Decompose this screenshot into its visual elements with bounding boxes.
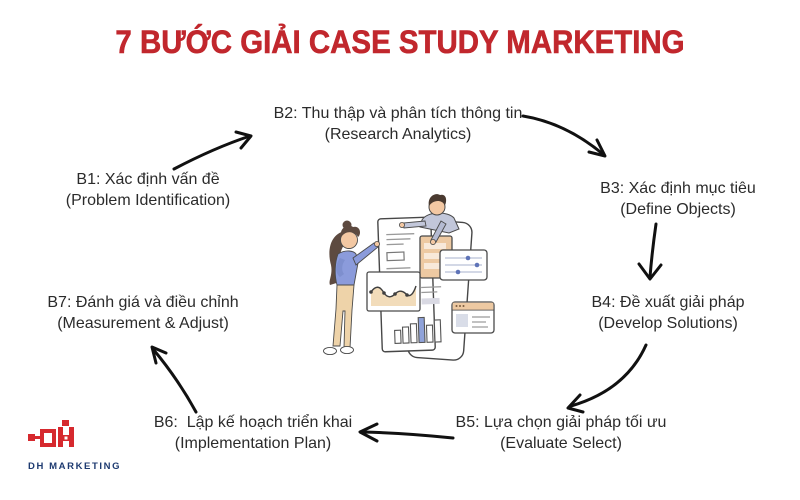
step-b2-vietnamese: B2: Thu thập và phân tích thông tin	[273, 105, 523, 122]
arrow-b6-to-b7-icon	[150, 345, 198, 414]
step-b7-english: (Measurement & Adjust)	[57, 315, 229, 332]
analytics-illustration	[323, 194, 495, 361]
dh-logo-icon	[28, 420, 74, 447]
step-b1: B1: Xác định vấn đề (Problem Identificat…	[28, 169, 268, 211]
step-b6: B6: Lập kế hoạch triển khai (Implementat…	[133, 412, 373, 454]
step-b5: B5: Lựa chọn giải pháp tối ưu (Evaluate …	[441, 412, 681, 454]
step-b2: B2: Thu thập và phân tích thông tin (Res…	[253, 103, 543, 145]
step-b5-vietnamese: B5: Lựa chọn giải pháp tối ưu	[455, 414, 667, 431]
step-b7: B7: Đánh giá và điều chỉnh (Measurement …	[23, 292, 263, 334]
step-b3-vietnamese: B3: Xác định mục tiêu	[600, 180, 756, 197]
step-b4: B4: Đề xuất giải pháp (Develop Solutions…	[558, 292, 778, 334]
page-gray-bar	[421, 297, 440, 305]
brand-name: DH MARKETING	[28, 461, 122, 472]
step-b3-english: (Define Objects)	[620, 201, 736, 218]
arrow-b4-to-b5-icon	[566, 343, 648, 414]
page-text-lines	[386, 233, 442, 294]
arrow-b1-to-b2-icon	[172, 130, 253, 171]
page-title: 7 BƯỚC GIẢI CASE STUDY MARKETING	[115, 24, 685, 61]
step-b2-english: (Research Analytics)	[324, 126, 472, 143]
step-b5-english: (Evaluate Select)	[500, 435, 622, 452]
brand-logo: DH MARKETING	[28, 420, 148, 472]
step-b1-vietnamese: B1: Xác định vấn đề	[76, 171, 220, 188]
bar-chart	[394, 316, 442, 344]
step-b6-english: (Implementation Plan)	[174, 435, 332, 452]
arrow-b3-to-b4-icon	[637, 222, 663, 281]
step-b4-vietnamese: B4: Đề xuất giải pháp	[591, 294, 745, 311]
step-b3: B3: Xác định mục tiêu (Define Objects)	[568, 178, 788, 220]
man-figure	[399, 194, 460, 246]
step-b1-english: (Problem Identification)	[65, 192, 231, 209]
step-b6-vietnamese: B6: Lập kế hoạch triển khai	[153, 414, 353, 431]
step-b4-english: (Develop Solutions)	[598, 315, 738, 332]
line-chart-panel	[366, 271, 421, 312]
woman-figure	[323, 220, 381, 356]
arrow-b5-to-b6-icon	[358, 422, 455, 443]
page-placeholder-box	[386, 251, 405, 262]
slider-panel	[439, 249, 488, 281]
browser-window	[451, 301, 495, 334]
step-b7-vietnamese: B7: Đánh giá và điều chỉnh	[47, 294, 239, 311]
